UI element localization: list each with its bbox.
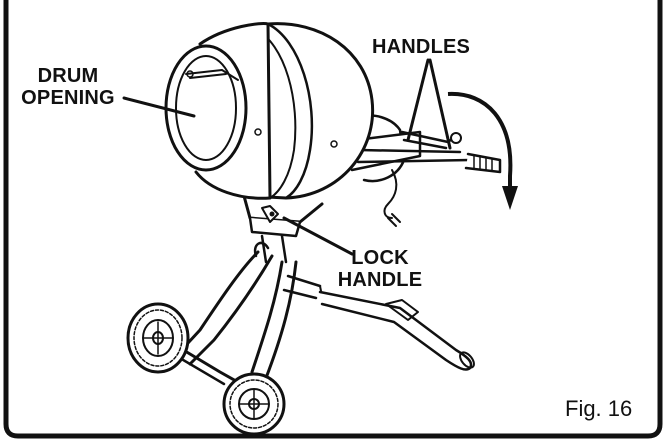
rear-wheel (222, 372, 286, 436)
callout-drum-opening-line1: DRUM (37, 65, 99, 87)
mixer-drum (164, 22, 375, 200)
callout-handles: HANDLES (372, 36, 471, 59)
curved-arrow-down-icon (447, 91, 518, 210)
tilt-handles (356, 130, 502, 174)
handles-leader-2 (428, 58, 452, 150)
front-wheel (126, 302, 190, 374)
callout-drum-opening: DRUM OPENING (16, 65, 120, 109)
callout-handles-line1: HANDLES (372, 36, 471, 58)
figure-label: Fig. 16 (565, 396, 633, 421)
lock-handle-leader (282, 216, 354, 256)
stand-frame (148, 194, 475, 392)
callout-lock-handle: LOCK HANDLE (332, 247, 428, 291)
callout-lock-handle-line1: LOCK (351, 247, 409, 269)
lock-handle-detail (261, 205, 279, 223)
handles-leader-1 (406, 58, 430, 142)
figure-border (3, 0, 663, 439)
callout-lock-handle-line2: HANDLE (337, 268, 423, 291)
callout-leaders (122, 58, 452, 256)
callout-drum-opening-line2: OPENING (21, 86, 115, 109)
drum-opening-leader (122, 96, 196, 118)
